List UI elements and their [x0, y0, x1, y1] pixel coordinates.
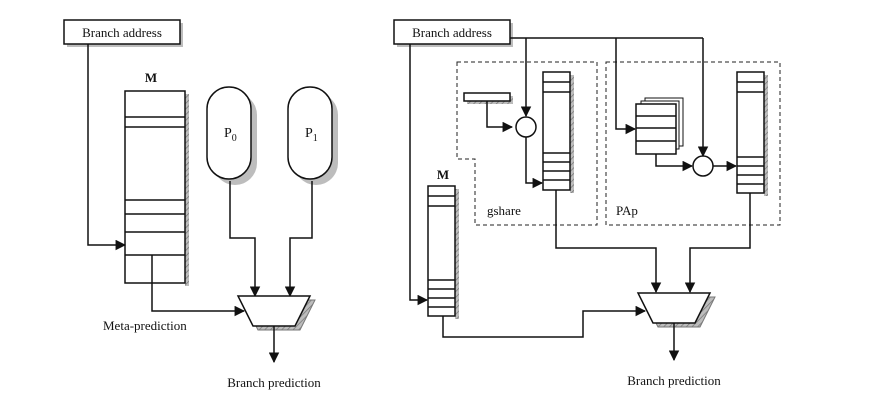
left-address-to-meta-arrow	[87, 44, 127, 251]
left-meta-table: M	[124, 70, 189, 286]
gshare-pattern-table	[542, 71, 574, 193]
gshare-region	[456, 61, 598, 226]
global-history-register	[463, 92, 513, 104]
gshare-xor-to-table-arrow	[525, 137, 544, 189]
meta-prediction-label: Meta-prediction	[103, 318, 187, 333]
p1-to-mux-arrow	[284, 181, 313, 298]
left-branch-address-box: Branch address	[63, 19, 183, 47]
pap-history-table	[635, 97, 684, 155]
right-meta-table-label: M	[437, 167, 449, 182]
right-address-to-meta-arrow	[409, 44, 429, 306]
left-meta-table-label: M	[145, 70, 157, 85]
predictor-p0: P0	[206, 86, 257, 185]
pap-region	[605, 61, 781, 226]
pap-xor-circle	[692, 155, 714, 177]
pap-to-mux-arrow	[684, 193, 751, 294]
right-branch-address-label: Branch address	[412, 25, 492, 40]
left-branch-address-label: Branch address	[82, 25, 162, 40]
address-to-history-table-arrow	[615, 38, 637, 135]
gshare-to-mux-arrow	[555, 190, 662, 294]
predictor-p0-label: P0	[224, 126, 237, 144]
p0-to-mux-arrow	[229, 181, 261, 298]
gshare-label: gshare	[487, 203, 521, 218]
meta-to-mux-arrow	[151, 255, 246, 317]
predictor-p1-label: P1	[305, 126, 318, 144]
predictor-p1: P1	[287, 86, 338, 185]
right-diagram: Branch address gshare PAp	[393, 19, 781, 388]
pap-pattern-table	[736, 71, 768, 196]
right-meta-to-mux-arrow	[442, 305, 647, 338]
left-diagram: Branch address M P0 P1	[63, 19, 338, 390]
right-multiplexer	[636, 292, 716, 328]
gshare-xor-circle	[515, 116, 537, 138]
pap-history-to-xor-arrow	[655, 154, 694, 172]
right-branch-address-box: Branch address	[393, 19, 513, 47]
right-output-label: Branch prediction	[627, 373, 721, 388]
history-to-xor-arrow	[486, 101, 514, 133]
left-output-label: Branch prediction	[227, 375, 321, 390]
right-meta-table: M	[427, 167, 459, 319]
left-multiplexer	[236, 295, 316, 331]
pap-label: PAp	[616, 203, 638, 218]
